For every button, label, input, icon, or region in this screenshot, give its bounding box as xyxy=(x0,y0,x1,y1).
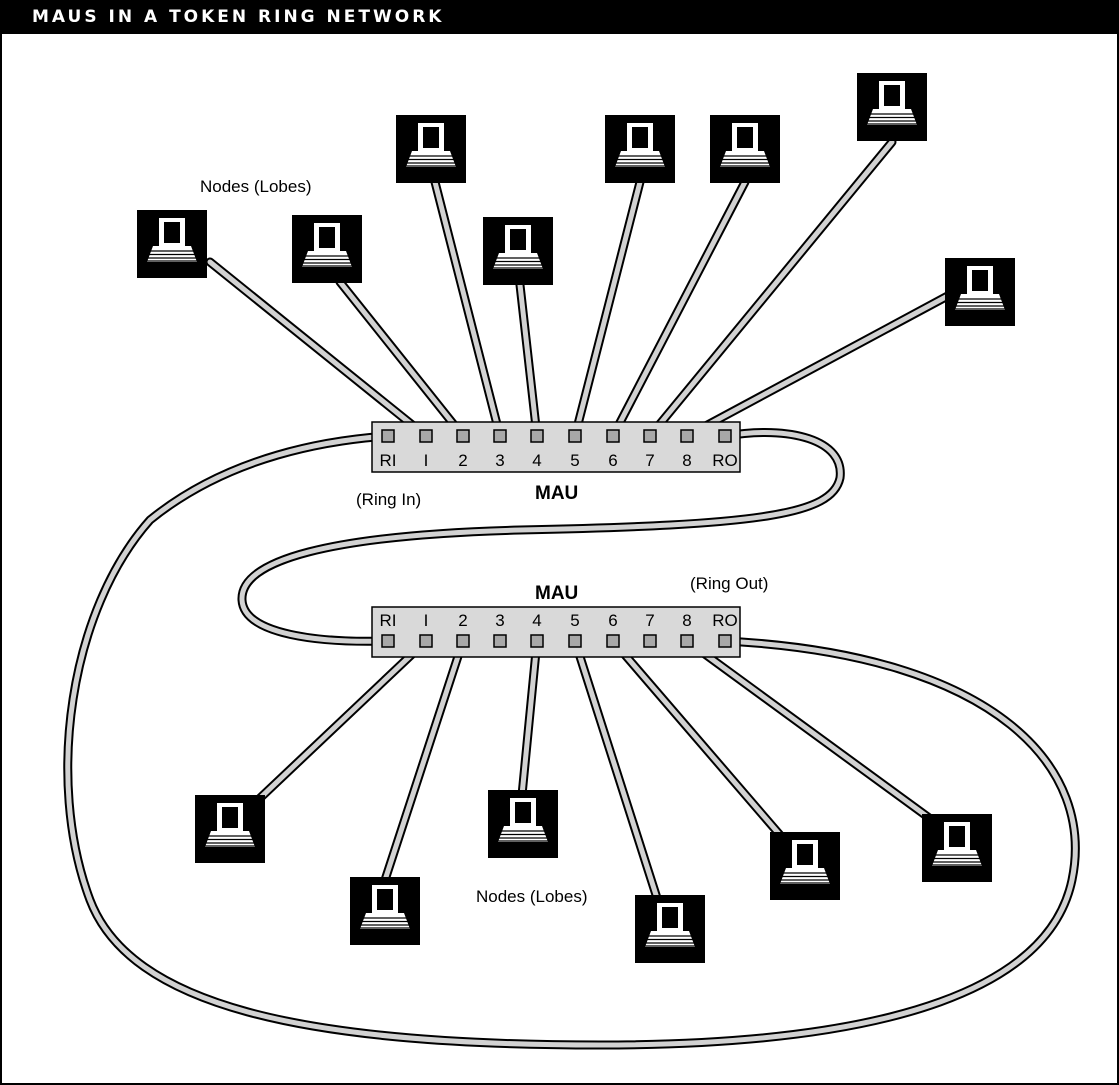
mau-top-port-label-8: 8 xyxy=(682,451,691,470)
diagram-frame xyxy=(0,34,1119,1085)
cable-bottom-1 xyxy=(253,636,431,805)
mau-top-port-7 xyxy=(643,429,657,443)
mau-bottom-port-label-0: RI xyxy=(380,611,397,630)
mau-bottom-port-2 xyxy=(456,634,470,648)
mau-bottom-port-5 xyxy=(568,634,582,648)
mau-top-port-9 xyxy=(718,429,732,443)
mau-top-port-8 xyxy=(680,429,694,443)
mau-top-port-label-0: RI xyxy=(380,451,397,470)
cable-bottom-4 xyxy=(517,636,542,800)
ring-in-label: (Ring In) xyxy=(356,490,421,509)
cable-top-6 xyxy=(608,177,750,441)
mau-top-port-label-5: 5 xyxy=(570,451,579,470)
mau-bottom xyxy=(371,606,741,658)
cable-bottom-8 xyxy=(682,636,937,825)
mau-top-port-label-1: I xyxy=(424,451,429,470)
mau-bottom-port-label-7: 7 xyxy=(645,611,654,630)
cable-top-3 xyxy=(430,177,505,441)
cable-bottom-5 xyxy=(570,636,662,903)
mau-top-port-3 xyxy=(493,429,507,443)
node-bottom-6 xyxy=(769,831,841,901)
mau-bottom-port-6 xyxy=(606,634,620,648)
title-bar: MAUS IN A TOKEN RING NETWORK xyxy=(0,0,1119,34)
node-top-7 xyxy=(856,72,928,142)
nodes-label-bottom: Nodes (Lobes) xyxy=(476,887,588,906)
mau-top xyxy=(371,421,741,473)
mau-bottom-port-label-3: 3 xyxy=(495,611,504,630)
mau-top-name: MAU xyxy=(535,483,578,504)
cable-top-4 xyxy=(515,280,542,441)
nodes-label-top: Nodes (Lobes) xyxy=(200,177,312,196)
node-bottom-1 xyxy=(194,794,266,864)
cable-top-7 xyxy=(645,137,897,441)
nodes xyxy=(136,72,1016,964)
cable-top-5 xyxy=(570,177,645,441)
mau-top-port-2 xyxy=(456,429,470,443)
mau-bottom-port-8 xyxy=(680,634,694,648)
node-top-1 xyxy=(136,209,208,279)
cable-bottom-2 xyxy=(380,636,468,885)
node-bottom-5 xyxy=(634,894,706,964)
node-top-3 xyxy=(395,114,467,184)
mau-bottom-port-4 xyxy=(530,634,544,648)
cables xyxy=(63,137,1080,1050)
mau-bottom-port-0 xyxy=(381,634,395,648)
mau-bottom-port-label-2: 2 xyxy=(458,611,467,630)
mau-bottom-port-label-6: 6 xyxy=(608,611,617,630)
mau-bottom-name: MAU xyxy=(535,583,578,604)
mau-top-port-1 xyxy=(419,429,433,443)
node-bottom-8 xyxy=(921,813,993,883)
mau-bottom-port-label-5: 5 xyxy=(570,611,579,630)
mau-top-port-label-7: 7 xyxy=(645,451,654,470)
cable-top-2 xyxy=(335,277,468,441)
cable-top-8 xyxy=(682,287,960,441)
mau-top-port-label-2: 2 xyxy=(458,451,467,470)
cable-ring-top-to-bottom xyxy=(237,428,845,646)
ring-out-label: (Ring Out) xyxy=(690,574,768,593)
mau-bottom-port-1 xyxy=(419,634,433,648)
mau-bottom-port-3 xyxy=(493,634,507,648)
mau-top-port-6 xyxy=(606,429,620,443)
mau-bottom-port-label-8: 8 xyxy=(682,611,691,630)
node-top-5 xyxy=(604,114,676,184)
mau-bottom-port-7 xyxy=(643,634,657,648)
mau-top-port-label-6: 6 xyxy=(608,451,617,470)
node-bottom-4 xyxy=(487,789,559,859)
mau-bottom-port-label-4: 4 xyxy=(532,611,541,630)
cable-top-1 xyxy=(205,257,431,441)
mau-top-port-5 xyxy=(568,429,582,443)
node-top-6 xyxy=(709,114,781,184)
cable-ring-bottom-to-top xyxy=(63,431,1080,1050)
mau-bottom-port-label-1: I xyxy=(424,611,429,630)
node-top-8 xyxy=(944,257,1016,327)
diagram-title: MAUS IN A TOKEN RING NETWORK xyxy=(32,7,445,27)
mau-top-port-4 xyxy=(530,429,544,443)
mau-top-port-label-9: RO xyxy=(712,451,738,470)
mau-top-port-label-4: 4 xyxy=(532,451,541,470)
mau-bottom-port-9 xyxy=(718,634,732,648)
mau-top-port-0 xyxy=(381,429,395,443)
mau-ports xyxy=(381,429,732,648)
node-top-2 xyxy=(291,214,363,284)
mau-top-port-label-3: 3 xyxy=(495,451,504,470)
cable-bottom-6 xyxy=(608,636,785,840)
node-top-4 xyxy=(482,216,554,286)
node-bottom-2 xyxy=(349,876,421,946)
mau-bottom-port-label-9: RO xyxy=(712,611,738,630)
